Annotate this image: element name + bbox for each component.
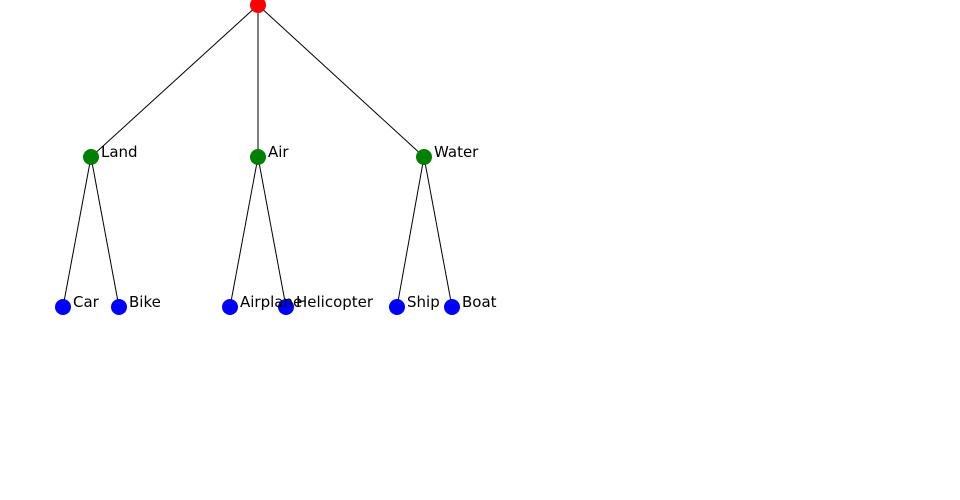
edge-land-car — [62, 156, 92, 308]
node-water — [416, 149, 432, 165]
node-label-boat: Boat — [462, 293, 497, 311]
edge-air-helicopter — [257, 156, 287, 308]
node-airplane — [222, 299, 238, 315]
node-label-airplane: Airplane — [240, 293, 302, 311]
edge-land-bike — [90, 156, 120, 308]
node-label-ship: Ship — [407, 293, 440, 311]
node-car — [55, 299, 71, 315]
node-label-helicopter: Helicopter — [296, 293, 374, 311]
node-label-air: Air — [268, 143, 289, 161]
node-boat — [444, 299, 460, 315]
nodes-layer — [55, 0, 460, 315]
edge-water-ship — [396, 156, 425, 308]
edge-air-airplane — [229, 156, 259, 308]
node-ship — [389, 299, 405, 315]
node-label-bike: Bike — [129, 293, 161, 311]
edges-layer — [62, 4, 453, 308]
node-land — [83, 149, 99, 165]
node-air — [250, 149, 266, 165]
node-label-land: Land — [101, 143, 138, 161]
node-helicopter — [278, 299, 294, 315]
edge-root-land — [90, 4, 259, 158]
node-bike — [111, 299, 127, 315]
node-label-car: Car — [73, 293, 100, 311]
edge-water-boat — [423, 156, 453, 308]
node-root — [250, 0, 266, 13]
node-label-water: Water — [434, 143, 479, 161]
edge-root-water — [257, 4, 425, 158]
